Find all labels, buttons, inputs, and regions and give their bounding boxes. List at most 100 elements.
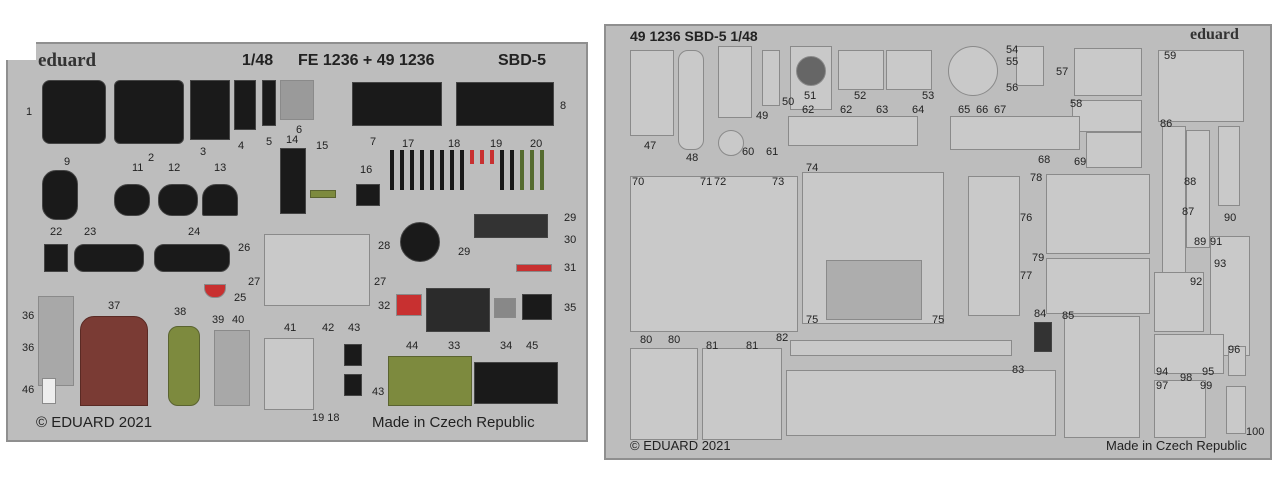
part-number: 62: [802, 104, 815, 116]
part-number: 53: [922, 90, 935, 102]
part-81: [702, 348, 782, 440]
part-number: 22: [50, 226, 63, 238]
part-number: 49: [756, 110, 769, 122]
part-number: 29: [564, 212, 577, 224]
part-number: 79: [1032, 252, 1045, 264]
part-54-ring: [948, 46, 998, 96]
part-58: [1072, 100, 1142, 132]
part-number: 71: [700, 176, 713, 188]
part-number: 44: [406, 340, 419, 352]
part-50: [762, 50, 780, 106]
part-number: 38: [174, 306, 187, 318]
part-number: 29: [458, 246, 471, 258]
part-82: [790, 340, 1012, 356]
part-number: 41: [284, 322, 297, 334]
part-100: [1226, 386, 1246, 434]
panel-24: [154, 244, 230, 272]
part-number: 86: [1160, 118, 1173, 130]
part-number: 7: [370, 136, 377, 148]
right-origin: Made in Czech Republic: [1106, 438, 1247, 453]
part-49: [718, 46, 752, 118]
part-number: 90: [1224, 212, 1237, 224]
part-number: 95: [1202, 366, 1215, 378]
part-number: 74: [806, 162, 819, 174]
part-94-95: [1154, 334, 1224, 374]
part-number: 15: [316, 140, 329, 152]
part-69: [1086, 132, 1142, 168]
part-number: 33: [448, 340, 461, 352]
right-fret: 49 1236 SBD-5 1/48 eduard 47 48 49 50 51…: [604, 24, 1272, 460]
part-number: 85: [1062, 310, 1075, 322]
part-62-64: [788, 116, 918, 146]
part-16: [356, 184, 380, 206]
panel-14: [280, 148, 306, 214]
panel-23: [74, 244, 144, 272]
left-origin: Made in Czech Republic: [372, 414, 535, 431]
part-76-77: [968, 176, 1020, 316]
panel-12: [158, 184, 198, 216]
part-85: [1064, 316, 1140, 438]
part-60: [718, 130, 744, 156]
part-92: [1154, 272, 1204, 332]
instrument-panel-6: [280, 80, 314, 120]
part-number: 28: [378, 240, 391, 252]
part-number: 43: [372, 386, 385, 398]
part-number: 77: [1020, 270, 1033, 282]
part-number: 81: [706, 340, 719, 352]
instrument-panel-3: [190, 80, 230, 140]
part-number: 34: [500, 340, 513, 352]
part-number: 45: [526, 340, 539, 352]
part-96: [1228, 346, 1246, 376]
left-scale: 1/48: [242, 52, 274, 69]
part-number: 47: [644, 140, 657, 152]
part-80: [630, 348, 698, 440]
part-number: 6: [296, 124, 303, 136]
part-number: 4: [238, 140, 245, 152]
part-number: 81: [746, 340, 759, 352]
part-33: [426, 288, 490, 332]
part-number: 37: [108, 300, 121, 312]
panel-11: [114, 184, 150, 216]
panel-8: [456, 82, 554, 126]
part-number: 67: [994, 104, 1007, 116]
part-36: [38, 296, 74, 386]
part-41: [264, 338, 314, 410]
part-65-68: [950, 116, 1080, 150]
instrument-panel-2: [114, 80, 184, 144]
part-number: 80: [640, 334, 653, 346]
part-43b: [344, 374, 362, 396]
part-46: [42, 378, 56, 404]
part-number: 19: [490, 138, 503, 150]
part-number: 84: [1034, 308, 1047, 320]
part-number: 17: [402, 138, 415, 150]
part-47: [630, 50, 674, 136]
part-number: 25: [234, 292, 247, 304]
part-number: 60: [742, 146, 755, 158]
part-number: 31: [564, 262, 577, 274]
part-number: 69: [1074, 156, 1087, 168]
right-brand-logo: eduard: [1190, 26, 1239, 43]
part-number: 2: [148, 152, 155, 164]
part-number: 46: [22, 384, 35, 396]
part-number: 100: [1246, 426, 1265, 438]
instrument-panel-4: [234, 80, 256, 130]
left-model: SBD-5: [498, 52, 547, 69]
part-84: [1034, 322, 1052, 352]
part-number: 76: [1020, 212, 1033, 224]
panel-9: [42, 170, 78, 220]
part-38: [168, 326, 200, 406]
part-number: 89: [1194, 236, 1207, 248]
part-number: 5: [266, 136, 273, 148]
part-number: 98: [1180, 372, 1193, 384]
part-number: 83: [1012, 364, 1025, 376]
part-number: 57: [1056, 66, 1069, 78]
part-number: 3: [200, 146, 207, 158]
part-57: [1074, 48, 1142, 96]
part-51-disc: [796, 56, 826, 86]
part-number: 24: [188, 226, 201, 238]
part-number: 26: [238, 242, 251, 254]
part-number: 59: [1164, 50, 1177, 62]
part-75-mesh: [826, 260, 922, 320]
part-59: [1158, 50, 1244, 122]
part-number: 66: [976, 104, 989, 116]
